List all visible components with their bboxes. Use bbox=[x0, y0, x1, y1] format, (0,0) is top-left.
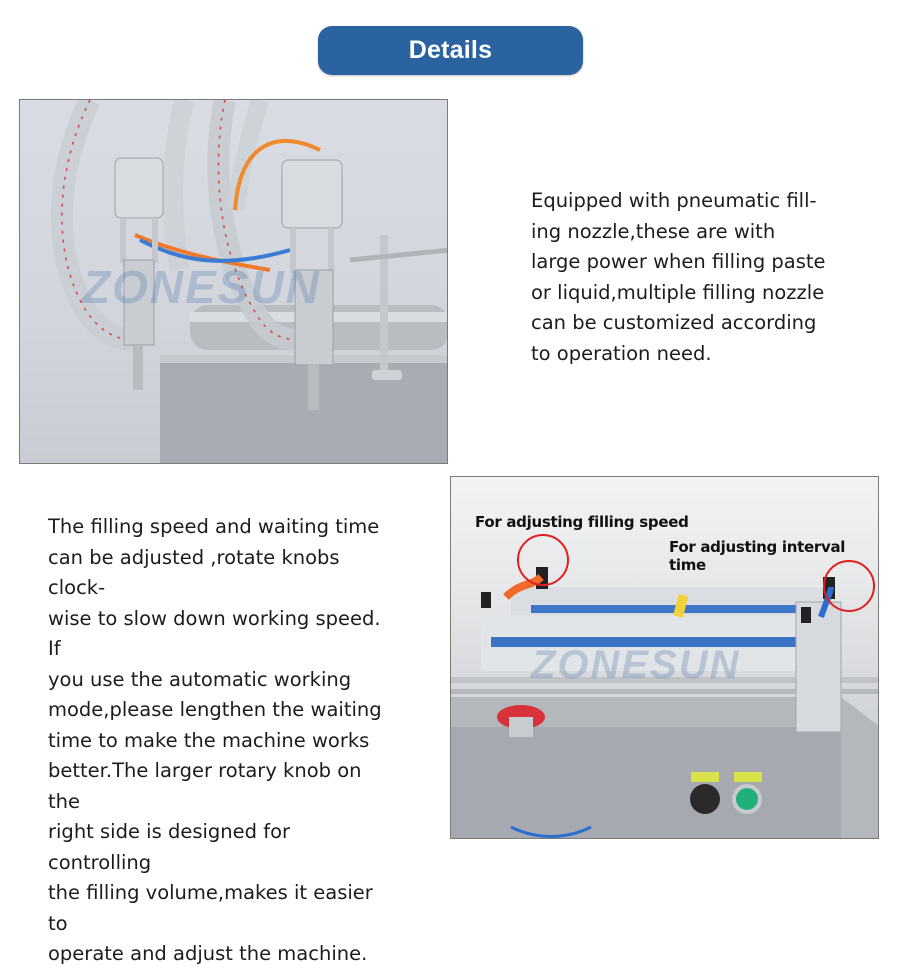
filling-nozzle-illustration bbox=[50, 100, 447, 463]
cylinder-illustration bbox=[451, 567, 878, 838]
zonesun-watermark: ZONESUN bbox=[531, 643, 741, 687]
details-title: Details bbox=[408, 36, 493, 64]
details-header-badge: Details bbox=[318, 26, 583, 75]
filling-speed-valve-highlight bbox=[517, 534, 569, 586]
adjustment-valves-photo: ZONESUN For adjusting filling speed For … bbox=[450, 476, 879, 839]
nozzle-description: Equipped with pneumatic fill- ing nozzle… bbox=[531, 189, 826, 365]
filling-nozzle-photo: ZONESUN bbox=[19, 99, 448, 464]
interval-time-valve-highlight bbox=[823, 560, 875, 612]
filling-speed-label: For adjusting filling speed bbox=[475, 513, 689, 531]
zonesun-watermark: ZONESUN bbox=[82, 261, 321, 313]
interval-time-label: For adjusting interval time bbox=[669, 538, 846, 574]
adjustment-description: The filling speed and waiting time can b… bbox=[48, 515, 382, 965]
